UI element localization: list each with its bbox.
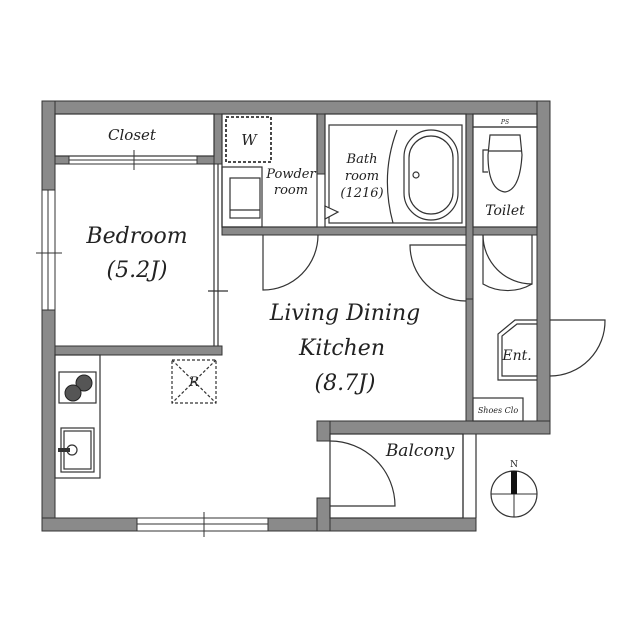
closet-label: Closet xyxy=(108,126,157,144)
faucet-icon xyxy=(58,448,70,452)
bathroom-label-1: Bath xyxy=(346,152,378,167)
ps-label: PS xyxy=(500,119,509,126)
compass-north-label: N xyxy=(510,460,518,470)
compass-icon: N xyxy=(490,460,538,518)
windows xyxy=(36,150,269,537)
toilet-label: Toilet xyxy=(485,203,525,219)
washer-label: W xyxy=(241,131,258,149)
balcony-label: Balcony xyxy=(385,441,455,461)
walls xyxy=(41,100,551,532)
bathroom-label-2: room xyxy=(345,169,379,184)
bathroom-size: (1216) xyxy=(340,186,383,201)
ldk-label-2: Kitchen xyxy=(298,336,385,361)
interior-lines xyxy=(54,113,606,519)
entrance-label: Ent. xyxy=(501,348,531,364)
refrigerator-label: R xyxy=(188,375,199,390)
ldk-label-1: Living Dining xyxy=(269,301,421,326)
bedroom-label: Bedroom xyxy=(85,224,187,249)
powder-room-label-2: room xyxy=(274,183,308,198)
bedroom-area: (5.2J) xyxy=(107,258,168,283)
powder-room-label-1: Powder xyxy=(265,167,316,182)
stove-icon xyxy=(64,374,93,402)
shoes-closet-label: Shoes Clo xyxy=(478,406,519,415)
ldk-area: (8.7J) xyxy=(315,371,376,396)
